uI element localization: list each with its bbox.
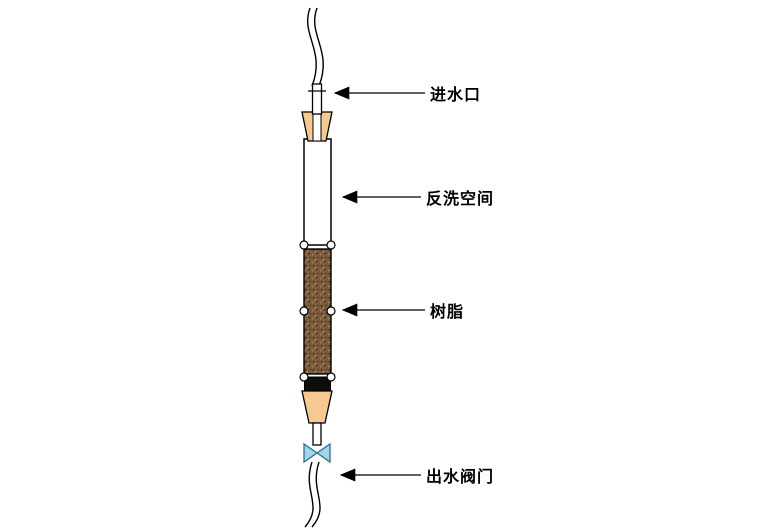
outlet-valve — [303, 442, 331, 464]
inlet-hose-curve — [307, 7, 324, 87]
annotation-arrows — [333, 86, 425, 482]
bottom-stopper — [301, 390, 333, 424]
joint-connectors — [299, 240, 336, 382]
stopper-through-tube — [312, 111, 322, 142]
inlet-tube — [311, 83, 323, 115]
outlet-valve-label: 出水阀门 — [426, 467, 495, 486]
backwash-space-label: 反洗空间 — [426, 189, 495, 208]
inlet-label: 进水口 — [430, 85, 482, 104]
resin-label: 树脂 — [430, 302, 465, 321]
backwash-column-section — [303, 138, 332, 246]
outlet-hose-curve — [304, 461, 321, 528]
support-band — [304, 376, 331, 392]
outlet-tube — [312, 422, 322, 446]
